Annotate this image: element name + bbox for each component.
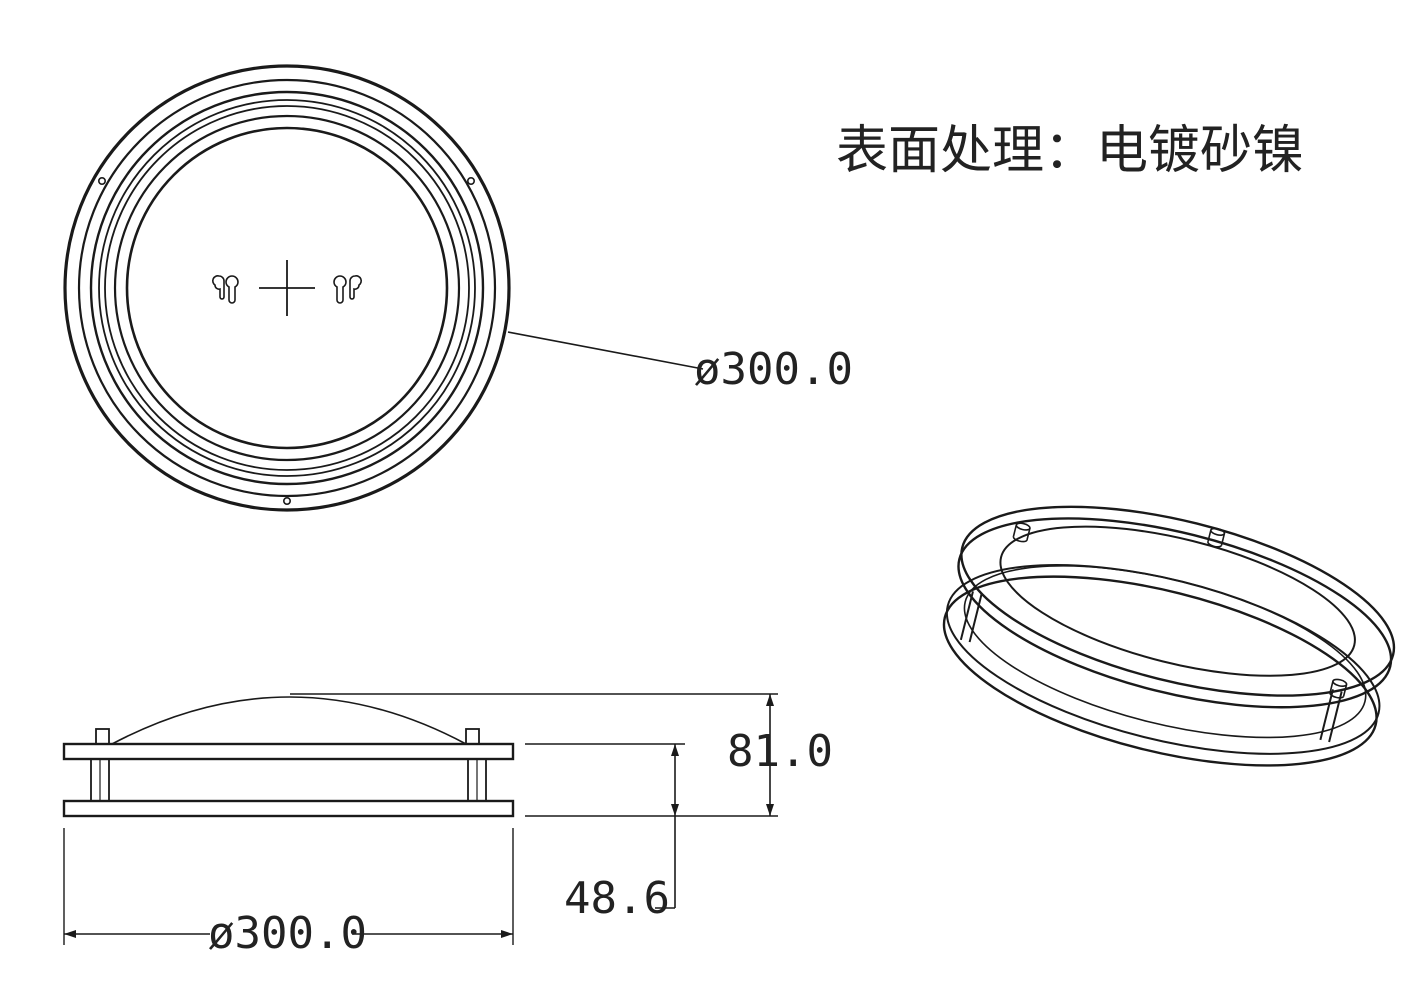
- top-view-outer-rim: [63, 64, 511, 512]
- mounting-hole: [282, 496, 291, 505]
- standoff-cap: [465, 728, 480, 745]
- iso-bottom-plate-lower: [942, 575, 1378, 767]
- keyhole-slot-icon: [212, 275, 239, 304]
- mounting-hole: [466, 177, 475, 186]
- iso-post: [959, 591, 974, 641]
- side-view: [62, 693, 778, 945]
- top-view-ring-1: [89, 90, 485, 486]
- top-view-diameter-label: ø300.0: [694, 344, 853, 395]
- side-view-dome: [111, 696, 467, 745]
- iso-top-plate-lower: [957, 517, 1393, 709]
- top-view-flange-edge: [77, 78, 497, 498]
- iso-post: [1319, 689, 1334, 741]
- side-view-bottom-plate: [62, 799, 515, 818]
- top-view-leader-line: [507, 331, 704, 370]
- side-view-diameter-label: ø300.0: [208, 908, 367, 959]
- iso-inner-ring: [963, 565, 1367, 739]
- iso-post: [1328, 691, 1343, 743]
- iso-lens: [999, 525, 1356, 677]
- total-height-label: 81.0: [727, 726, 833, 777]
- iso-standoff-cap: [1012, 522, 1031, 543]
- top-view-ring-4: [113, 114, 461, 462]
- arrowhead: [671, 804, 679, 816]
- iso-bottom-plate-upper: [945, 564, 1381, 755]
- arrowhead: [501, 930, 513, 938]
- top-view-ring-2: [98, 99, 476, 477]
- keyhole-slot-icon: [333, 275, 362, 304]
- iso-post: [968, 593, 983, 643]
- iso-standoff-cap: [1329, 678, 1348, 699]
- iso-standoff-cap: [1207, 527, 1226, 548]
- arrowhead: [64, 930, 76, 938]
- arrowhead: [766, 694, 774, 706]
- arrowhead: [671, 744, 679, 756]
- isometric-view: [942, 505, 1396, 767]
- top-view-lens: [125, 126, 449, 450]
- arrowhead: [766, 804, 774, 816]
- side-view-top-plate: [62, 742, 515, 761]
- mounting-hole: [98, 177, 107, 186]
- surface-treatment-note: 表面处理：电镀砂镍: [836, 121, 1304, 181]
- iso-top-plate-upper: [960, 505, 1396, 697]
- base-height-label: 48.6: [564, 873, 670, 924]
- top-view-ring-3: [104, 105, 470, 471]
- top-view: [63, 64, 704, 512]
- standoff-cap: [95, 728, 110, 745]
